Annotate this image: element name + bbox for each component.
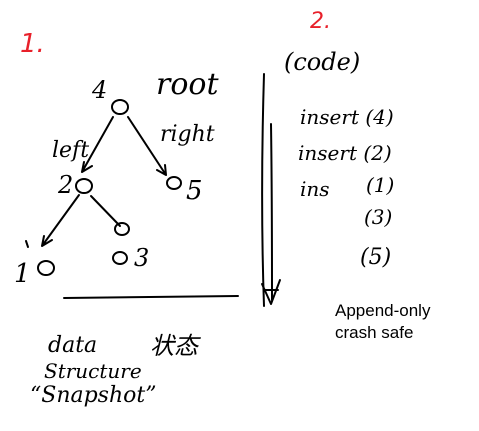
log-entry-5-arg: (5)	[360, 245, 391, 270]
tree-edge-left-label: left	[52, 138, 89, 163]
note-append-only: Append-only	[335, 301, 431, 320]
tree-root-label: root	[156, 67, 219, 102]
section-2-number: 2.	[310, 9, 331, 34]
section-1-divider	[63, 295, 239, 299]
tree-left-child-node	[75, 178, 93, 194]
caption-data: data	[48, 333, 97, 358]
tree-edge-root-right	[127, 116, 167, 176]
tree-edge-left-leftleft	[41, 194, 80, 247]
section-1-number: 1.	[20, 29, 45, 59]
caption-snapshot: “Snapshot”	[30, 383, 156, 408]
code-header: (code)	[284, 48, 360, 76]
stray-pen-mark	[25, 240, 29, 248]
log-timeline-arrowhead	[261, 279, 281, 305]
log-entry-3-arg: (1)	[366, 173, 394, 197]
tree-edge-left-leftright	[90, 195, 121, 227]
tree-grandchild-right-node	[114, 222, 130, 236]
tree-left-child-value: 2	[57, 171, 73, 199]
tree-grandchild-right-value: 3	[134, 244, 149, 272]
tree-grandchild-left-value: 1	[14, 259, 31, 289]
tree-edge-root-left	[81, 116, 114, 173]
note-crash-safe: crash safe	[335, 323, 413, 342]
tree-root-node	[111, 99, 129, 115]
tree-grandchild-right-node-2	[112, 251, 128, 265]
caption-structure: Structure	[44, 359, 142, 383]
tree-root-value: 4	[91, 76, 107, 104]
log-entry-1: insert (4)	[300, 105, 394, 129]
log-timeline-line	[261, 73, 265, 307]
log-entry-3-op: ins	[300, 177, 330, 201]
caption-cjk: 状态	[150, 332, 201, 360]
log-entry-2: insert (2)	[298, 141, 392, 165]
tree-right-child-value: 5	[186, 176, 203, 206]
tree-edge-right-label: right	[160, 122, 215, 147]
log-entry-4-arg: (3)	[364, 205, 392, 229]
log-timeline-inner-line	[270, 123, 273, 301]
tree-right-child-node	[166, 176, 182, 190]
tree-grandchild-left-node	[37, 260, 55, 276]
